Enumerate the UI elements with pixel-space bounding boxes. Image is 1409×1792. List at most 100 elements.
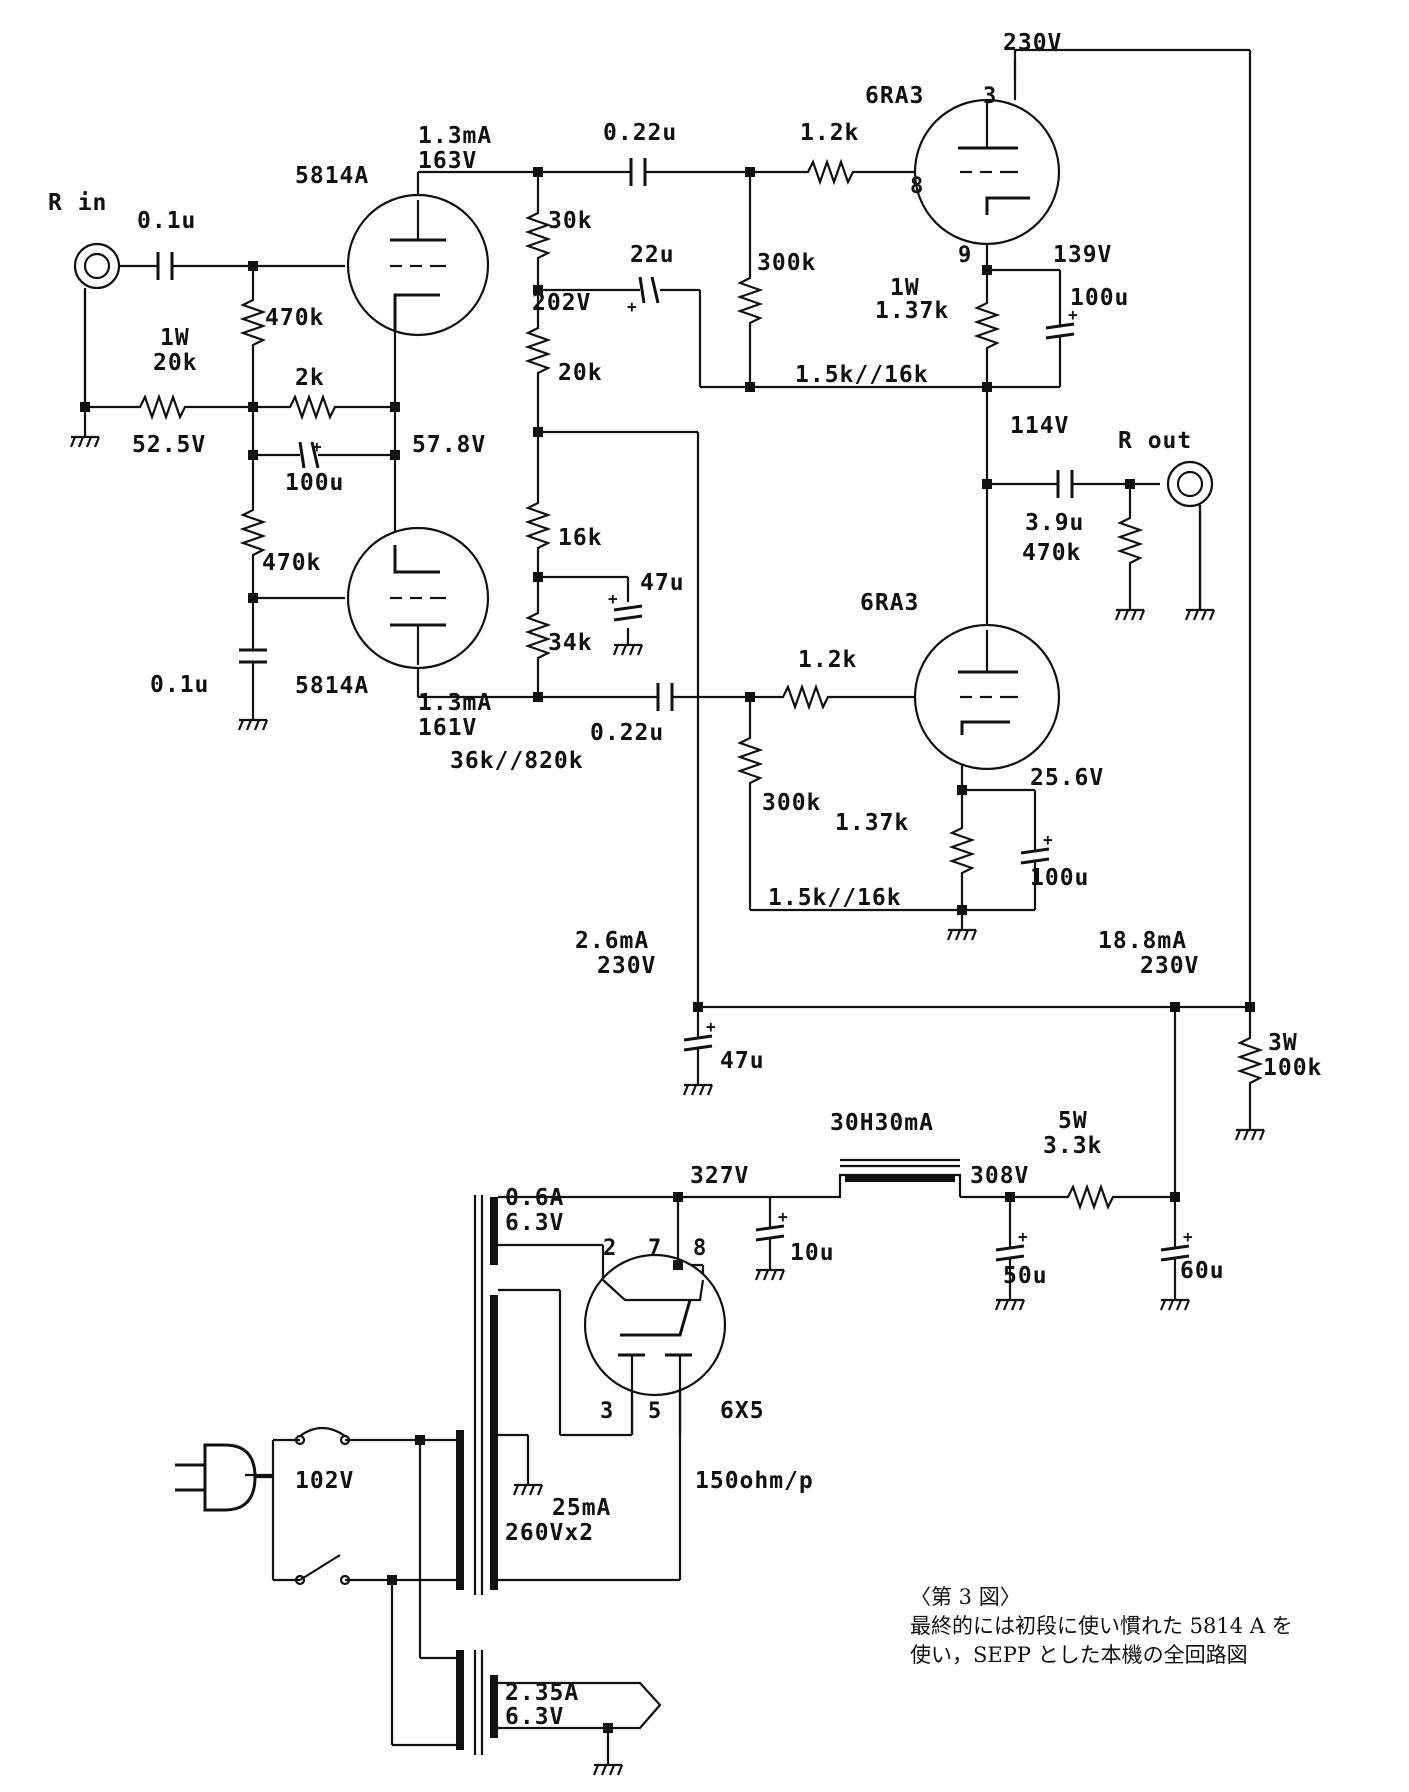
label-1-5k-16k-bot: 1.5k//16k [768,885,902,911]
svg-text:+: + [1183,1227,1194,1246]
tube-5814a-bot [346,526,490,670]
label-150ohm: 150ohm/p [695,1468,814,1494]
label-pin-5: 5 [648,1399,662,1424]
label-rout: R out [1118,428,1192,454]
svg-text:+: + [1068,305,1079,324]
cap-10u: + [755,1207,789,1250]
label-pin-8: 8 [910,174,924,199]
label-100u-b: 100u [1070,285,1129,311]
label-3-9u: 3.9u [1025,510,1084,536]
cap-0-22u-top [629,158,647,186]
resistors [130,158,1264,1211]
cap-22u: + [627,276,660,316]
cap-0-22u-bot [656,683,674,711]
label-2-6ma: 2.6mA [575,928,649,954]
label-47u-a: 47u [640,570,685,596]
resistor-470k-top [239,290,267,350]
label-230v-a: 230V [597,953,656,979]
svg-text:+: + [1043,830,1054,849]
label-230v-b: 230V [1140,953,1199,979]
label-0-22u-bot: 0.22u [590,720,664,746]
input-jack [73,242,121,407]
resistor-100k-3w [1236,1030,1264,1090]
label-6x5: 6X5 [720,1398,765,1424]
label-22u: 22u [630,242,675,268]
label-5814a-bot: 5814A [295,673,369,699]
label-1-37k-bot: 1.37k [835,810,909,836]
label-6ra3-bot: 6RA3 [860,590,919,616]
cap-100u-a: + [298,437,322,469]
label-50u: 50u [1003,1263,1048,1289]
label-5814a-top: 5814A [295,163,369,189]
label-pin-8b: 8 [693,1236,707,1261]
label-heater-2-35a: 2.35A [505,1680,579,1706]
label-100u-c: 100u [1030,865,1089,891]
label-18-8ma: 18.8mA [1098,928,1187,954]
resistor-300k-bot [736,730,764,790]
label-pin-7: 7 [648,1236,662,1261]
label-1-2k-bot: 1.2k [798,647,857,673]
label-pin-3: 3 [983,84,997,109]
label-heater-6-3v-b: 6.3V [505,1704,564,1730]
capacitors: + + + + + + + + + [156,158,1194,1270]
cap-3-9u [1056,470,1074,498]
svg-text:+: + [778,1207,789,1226]
label-0-1u-b: 0.1u [150,672,209,698]
label-20k-b: 20k [558,360,603,386]
label-16k: 16k [558,525,603,551]
label-pin-3b: 3 [600,1399,614,1424]
label-1w: 1W [160,325,190,351]
label-1-37k-top: 1.37k [875,298,949,324]
cap-50u: + [995,1227,1029,1270]
output-jack [1166,460,1214,610]
cap-0-1u-bot [239,648,267,720]
cap-47u-a: + [608,589,643,622]
label-260vx2: 260Vx2 [505,1520,594,1546]
label-102v: 102V [295,1468,354,1494]
label-3w: 3W [1268,1030,1298,1056]
label-52-5v: 52.5V [132,432,206,458]
cap-0-1u-in [156,252,174,280]
label-1w-b: 1W [890,275,920,301]
label-470k-out: 470k [1022,540,1081,566]
cap-60u: + [1160,1227,1194,1270]
label-heater-0-6a: 0.6A [505,1185,564,1211]
junctions [80,167,1255,1733]
tube-6ra3-bot [913,623,1061,771]
cap-100u-c: + [1020,830,1054,870]
label-0-22u-top: 0.22u [603,120,677,146]
resistor-20k [524,320,552,380]
caption-line-3: 使い，SEPP とした本機の全回路図 [910,1643,1248,1667]
label-300k-bot: 300k [762,790,821,816]
label-2k: 2k [295,365,325,391]
grounds [69,435,1266,1777]
heater-transformer [456,1650,498,1755]
svg-text:+: + [706,1017,717,1036]
labels: R in 0.1u 470k 1W 20k 2k 52.5V 57.8V 100… [48,30,1321,1730]
label-327v: 327V [690,1163,749,1189]
label-heater-6-3v: 6.3V [505,1210,564,1236]
label-pin-2: 2 [603,1236,617,1261]
label-163v: 163V [418,148,477,174]
resistor-3-3k-5w [1060,1183,1125,1211]
label-pin-9: 9 [958,243,972,268]
resistor-1-37k-top [973,295,1001,355]
label-308v: 308V [970,1163,1029,1189]
label-1-3ma-top: 1.3mA [418,123,492,149]
label-20k: 20k [153,350,198,376]
label-60u: 60u [1180,1258,1225,1284]
svg-text:+: + [1018,1227,1029,1246]
resistor-1-2k-top [800,158,860,186]
label-3-3k: 3.3k [1043,1133,1102,1159]
resistor-2k [280,393,340,421]
label-10u: 10u [790,1240,835,1266]
resistor-1-37k-bot [948,820,976,880]
label-470k-bot: 470k [262,550,321,576]
label-c-in: 0.1u [137,208,196,234]
label-34k: 34k [548,630,593,656]
label-100u-a: 100u [285,470,344,496]
label-47u-b: 47u [720,1048,765,1074]
label-1-5k-16k-top: 1.5k//16k [795,362,929,388]
label-36k-820k: 36k//820k [450,748,584,774]
